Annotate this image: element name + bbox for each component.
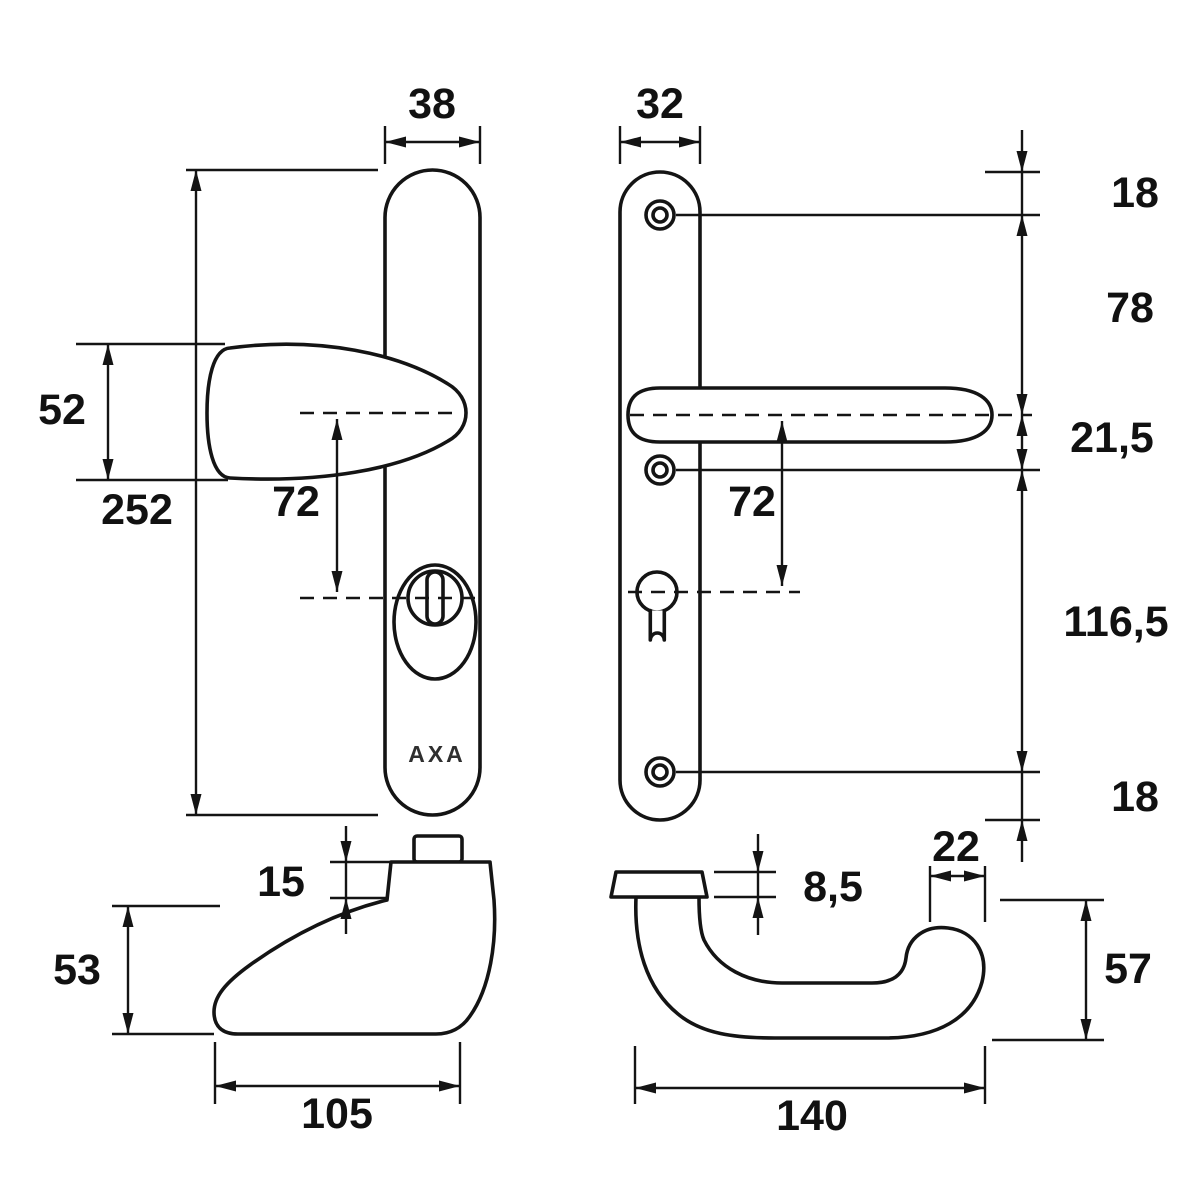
lever-side-profile	[633, 895, 986, 1040]
dim-knob-neck: 15	[257, 826, 392, 934]
dim-label-outside-centers: 72	[272, 478, 320, 526]
dim-label-knob-neck: 15	[257, 858, 305, 906]
knob-spindle-nub	[412, 834, 464, 864]
screw-hole-top-inner	[651, 206, 669, 224]
dim-inside-centers: 72	[728, 421, 788, 586]
dim-knob-length: 105	[213, 1042, 462, 1138]
dim-label-knob-height: 52	[38, 386, 86, 434]
dim-outside-height: 252	[101, 168, 378, 817]
dim-outside-width: 38	[383, 80, 482, 164]
dim-label-knob-length: 105	[301, 1090, 373, 1138]
brand-logo: AXA	[408, 741, 466, 767]
dim-lever-length: 140	[633, 1046, 987, 1140]
dim-chain-right: 18 78 21,5 116,5 18	[676, 130, 1169, 862]
outside-backplate	[383, 168, 482, 817]
lever-mount-cap	[609, 870, 709, 899]
inside-plate-front-view	[618, 170, 1032, 822]
dim-knob-height: 52	[38, 342, 228, 482]
lever-side-view	[609, 870, 986, 1040]
knob-side-view	[212, 834, 497, 1036]
dim-outside-centers: 72	[272, 419, 343, 592]
dim-label-knob-depth: 53	[53, 946, 101, 994]
inside-backplate	[618, 170, 702, 822]
outside-plate-front-view: AXA	[205, 168, 482, 817]
dim-label-outside-height: 252	[101, 486, 173, 534]
dim-label-mid-to-bottom-screw: 116,5	[1063, 598, 1168, 646]
dim-label-inside-width: 32	[636, 80, 684, 128]
knob-side-profile	[212, 860, 497, 1036]
screw-hole-middle-inner	[651, 461, 669, 479]
dim-label-top-screw-to-handle: 78	[1106, 284, 1154, 332]
dim-label-lever-grip-width: 22	[932, 823, 980, 871]
dim-lever-grip-width: 22	[928, 823, 987, 922]
dim-label-handle-to-mid-screw: 21,5	[1070, 414, 1154, 462]
dim-label-inside-centers: 72	[728, 478, 776, 526]
dim-inside-width: 32	[618, 80, 702, 164]
euro-keyhole-slot	[648, 608, 667, 642]
dim-lever-depth: 57	[992, 898, 1152, 1042]
dim-label-lever-plate-thickness: 8,5	[803, 863, 863, 911]
dim-label-lever-depth: 57	[1104, 945, 1152, 993]
dim-label-inside-bottom-margin: 18	[1111, 773, 1159, 821]
knob-front	[205, 342, 468, 481]
dim-label-lever-length: 140	[776, 1092, 848, 1140]
lever-handle-front	[626, 386, 994, 444]
dim-knob-depth: 53	[53, 904, 220, 1036]
screw-hole-bottom-inner	[651, 763, 669, 781]
dim-label-inside-top-margin: 18	[1111, 169, 1159, 217]
dim-lever-plate-thickness: 8,5	[714, 834, 863, 935]
dim-label-outside-width: 38	[408, 80, 456, 128]
